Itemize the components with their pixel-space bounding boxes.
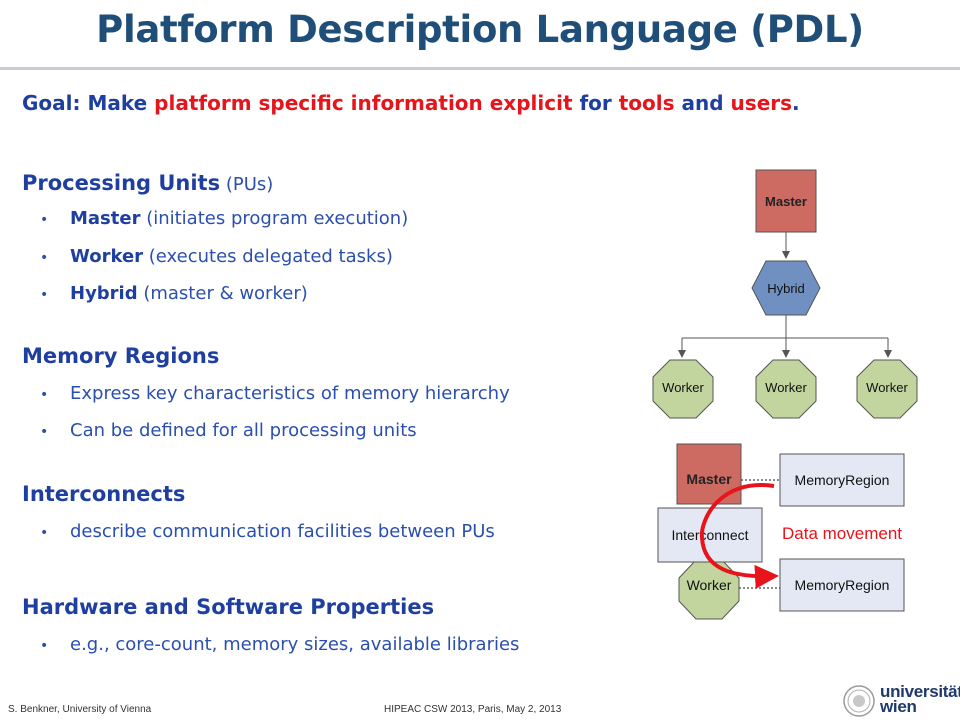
memory-region-bottom: [779, 558, 905, 612]
bullet-worker: • Worker (executes delegated tasks): [40, 246, 393, 267]
interconnect-label: Interconnect: [671, 527, 748, 543]
master-pu-label: Master: [686, 471, 732, 487]
section-heading-memory-regions: Memory Regions: [22, 344, 220, 368]
goal-part-5: and: [674, 91, 731, 115]
hybrid-node-label: Hybrid: [767, 281, 805, 296]
bullet-dot: •: [40, 638, 49, 654]
worker-pu-octagon: [678, 559, 740, 620]
worker-pu-label: Worker: [687, 577, 732, 593]
memory-region-bottom-label: MemoryRegion: [795, 577, 890, 593]
section-heading-hw-sw-properties: Hardware and Software Properties: [22, 595, 435, 619]
goal-part-1: Goal: Make: [22, 91, 155, 115]
worker-node-1: [652, 359, 714, 419]
bullet-dot: •: [40, 525, 49, 541]
bullet-bold: Worker: [70, 246, 144, 267]
worker-node-2-label: Worker: [765, 380, 807, 395]
master-node-label: Master: [765, 194, 807, 209]
worker-node-2: [755, 359, 817, 419]
bullet-hw-sw-1: • e.g., core-count, memory sizes, availab…: [40, 634, 520, 655]
university-seal-icon: [843, 685, 875, 717]
bullet-text: (executes delegated tasks): [143, 246, 393, 267]
bullet-dot: •: [40, 387, 49, 403]
bullet-text: (initiates program execution): [140, 208, 409, 229]
worker-node-3: [856, 359, 918, 419]
goal-statement: Goal: Make platform specific information…: [22, 91, 800, 115]
pu-heading-text: Processing Units: [22, 171, 221, 195]
title-divider: [0, 67, 960, 70]
footer-event: HIPEAC CSW 2013, Paris, May 2, 2013: [384, 704, 562, 715]
bullet-master: • Master (initiates program execution): [40, 208, 409, 229]
bullet-bold: Hybrid: [70, 283, 138, 304]
hybrid-worker-edges: [682, 315, 888, 339]
bullet-memory-2: • Can be defined for all processing units: [40, 420, 417, 441]
hybrid-node: [751, 260, 821, 316]
bullet-hybrid: • Hybrid (master & worker): [40, 283, 308, 304]
bullet-memory-1: • Express key characteristics of memory h…: [40, 383, 510, 404]
bullet-dot: •: [40, 424, 49, 440]
logo-line-2: wien: [880, 697, 917, 716]
bullet-interconnect-1: • describe communication facilities betwe…: [40, 521, 495, 542]
worker-node-3-label: Worker: [866, 380, 908, 395]
section-heading-processing-units: Processing Units (PUs): [22, 171, 273, 195]
bullet-text: (master & worker): [137, 283, 308, 304]
slide-title: Platform Description Language (PDL): [96, 8, 864, 51]
bullet-text: Can be defined for all processing units: [70, 420, 417, 441]
bullet-text: e.g., core-count, memory sizes, availabl…: [70, 634, 520, 655]
pdl-diagram: Master Hybrid Worker Worker Worker Maste…: [652, 169, 918, 620]
bullet-dot: •: [40, 287, 49, 303]
memory-region-top: [779, 453, 905, 507]
bullet-dot: •: [40, 212, 49, 228]
worker-node-1-label: Worker: [662, 380, 704, 395]
data-movement-arrow: [699, 483, 779, 589]
goal-part-4: tools: [618, 91, 675, 115]
master-node: [755, 169, 817, 233]
data-movement-label: Data movement: [782, 524, 902, 543]
goal-part-2: platform specific information explicit: [154, 91, 573, 115]
pu-heading-paren: (PUs): [220, 174, 274, 195]
memory-region-top-label: MemoryRegion: [795, 472, 890, 488]
footer-author: S. Benkner, University of Vienna: [8, 704, 152, 715]
goal-part-7: .: [792, 91, 800, 115]
bullet-text: describe communication facilities betwee…: [70, 521, 495, 542]
bullet-bold: Master: [70, 208, 141, 229]
bullet-text: Express key characteristics of memory hi…: [70, 383, 510, 404]
logo-line-1: universität: [880, 682, 960, 701]
goal-part-3: for: [572, 91, 619, 115]
bullet-dot: •: [40, 250, 49, 266]
section-heading-interconnects: Interconnects: [22, 482, 186, 506]
goal-part-6: users: [730, 91, 793, 115]
